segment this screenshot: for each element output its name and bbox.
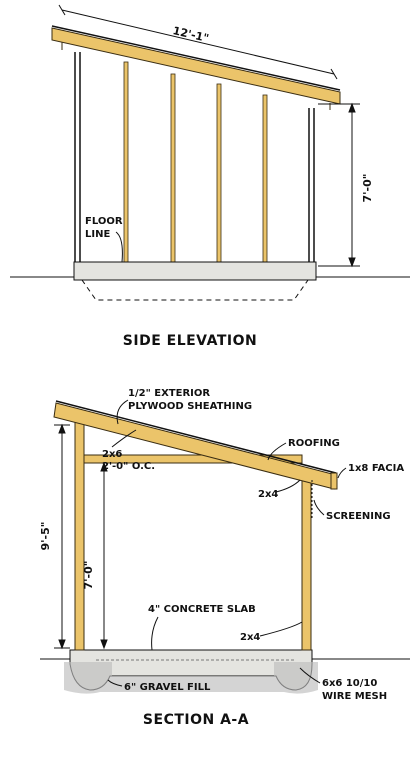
section-aa: 9'-5" 7'-0" 1/2" EXTERIOR PLYWOOD SHEATH… — [39, 388, 410, 728]
screening-leader — [313, 499, 325, 516]
overall-height-dimension — [54, 423, 70, 650]
floor-line-label-1: FLOOR — [85, 216, 123, 227]
gravel-fill — [64, 662, 318, 694]
side-elevation: 12'-1" 7'-0" FLOOR LINE SIDE ELEVATION — [10, 4, 410, 349]
gravel-label: 6" GRAVEL FILL — [124, 682, 211, 693]
facia-label: 1x8 FACIA — [348, 463, 404, 474]
floor-line-leader — [115, 231, 123, 263]
roofing-leader — [267, 442, 287, 461]
side-wall-height-dimension — [318, 102, 360, 268]
side-stud-4 — [262, 94, 268, 263]
header-stud-label: 2x4 — [258, 489, 278, 500]
screening-label: SCREENING — [326, 511, 391, 522]
side-stud-2 — [170, 73, 176, 263]
rafter-leader — [111, 429, 137, 448]
facia-leader — [337, 467, 347, 479]
slab-label: 4" CONCRETE SLAB — [148, 604, 256, 615]
mesh-label-2: WIRE MESH — [322, 691, 387, 702]
sheathing-label-1: 1/2" EXTERIOR — [128, 388, 210, 399]
side-elevation-title: SIDE ELEVATION — [123, 333, 257, 349]
rafter-label-2: 2'-0" O.C. — [102, 461, 155, 472]
side-footing-outline — [81, 279, 309, 301]
post-label: 2x4 — [240, 632, 260, 643]
section-wall-height-label: 7'-0" — [82, 561, 95, 590]
section-sheathing — [55, 400, 337, 474]
floor-line-label-2: LINE — [85, 229, 110, 240]
overall-height-label: 9'-5" — [39, 522, 52, 551]
section-header-beam — [83, 454, 303, 464]
side-stud-1 — [123, 61, 129, 263]
sheathing-leader — [116, 399, 129, 425]
section-wall-height-dimension — [100, 461, 108, 650]
side-wall — [74, 52, 315, 262]
section-front-post — [74, 421, 85, 651]
section-rear-post — [301, 475, 312, 651]
section-facia — [330, 472, 338, 490]
roofing-label: ROOFING — [288, 438, 340, 449]
side-stud-3 — [216, 83, 222, 263]
sheathing-label-2: PLYWOOD SHEATHING — [128, 401, 252, 412]
roof-length-label: 12'-1" — [171, 24, 210, 45]
mesh-label-1: 6x6 10/10 — [322, 678, 377, 689]
side-foundation-slab — [73, 261, 317, 281]
side-wall-height-label: 7'-0" — [361, 174, 374, 203]
rafter-label-1: 2x6 — [102, 449, 122, 460]
mesh-leader — [299, 667, 321, 684]
header-stud-leader — [275, 479, 301, 493]
section-aa-title: SECTION A-A — [143, 712, 249, 728]
gravel-leader — [107, 679, 123, 687]
slab-leader — [151, 616, 159, 651]
post-leader — [259, 621, 303, 637]
side-studs — [123, 61, 268, 263]
